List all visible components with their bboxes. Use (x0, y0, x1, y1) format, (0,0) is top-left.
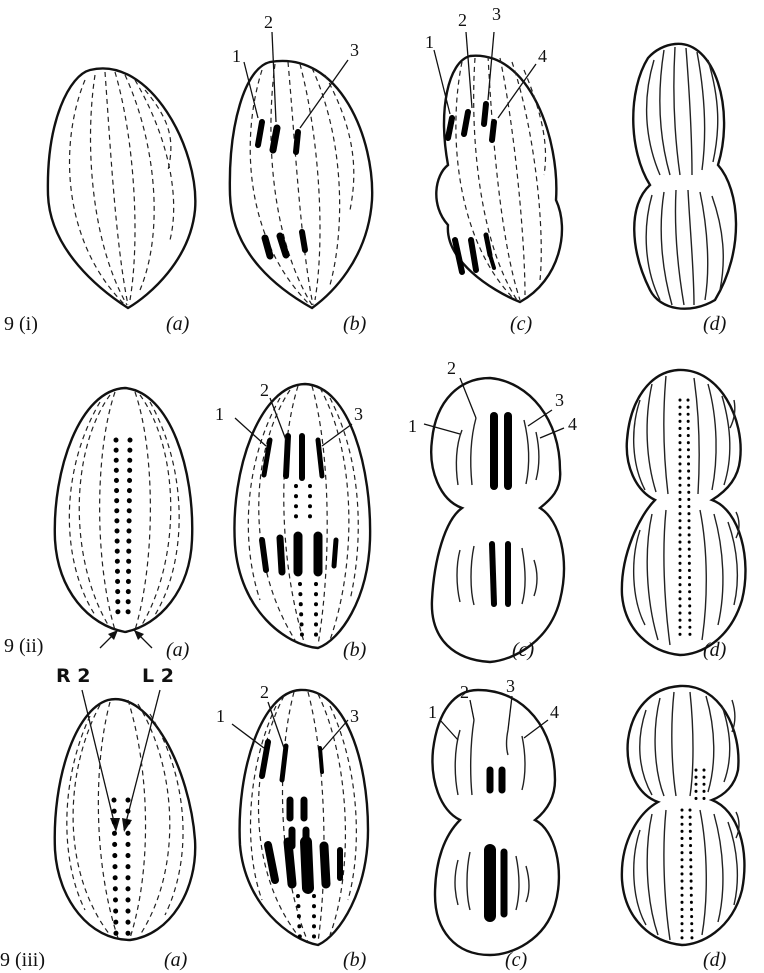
cell-ii-b: 1 2 3 (215, 380, 370, 648)
row-9-iii: 1 2 3 1 2 3 4 (0, 676, 744, 971)
panel-label-b: (b) (343, 313, 367, 335)
cell-ii-c: 1 2 3 4 (408, 358, 577, 662)
row-9-ii: 1 2 3 1 2 3 4 (4, 358, 745, 662)
cell-i-b: 1 2 3 (230, 12, 372, 308)
label-3: 3 (350, 40, 359, 60)
r2-l2-annotation: R 2 L 2 (56, 665, 174, 832)
panel-label-c: (c) (512, 639, 535, 661)
cell-ii-a (55, 388, 192, 648)
label-1: 1 (232, 46, 241, 66)
label-1: 1 (428, 702, 437, 722)
label-2: 2 (260, 682, 269, 702)
label-2: 2 (260, 380, 269, 400)
panel-label-b: (b) (343, 639, 367, 661)
label-3: 3 (555, 390, 564, 410)
panel-label-d: (d) (703, 949, 727, 971)
panel-label-a: (a) (166, 313, 190, 335)
cell-ii-d (622, 370, 746, 655)
panel-label-a: (a) (166, 639, 190, 661)
row-label-9-ii: 9 (ii) (4, 635, 43, 657)
label-2: 2 (264, 12, 273, 32)
panel-label-b: (b) (343, 949, 367, 971)
l2-label: L 2 (142, 665, 174, 687)
row-label-9-i: 9 (i) (4, 313, 38, 335)
label-4: 4 (550, 702, 559, 722)
cell-iii-c: 1 2 3 4 (428, 676, 559, 955)
label-1: 1 (216, 706, 225, 726)
label-1: 1 (425, 32, 434, 52)
cell-i-a (48, 68, 195, 308)
panel-label-a: (a) (164, 949, 188, 971)
cell-iii-b: 1 2 3 (216, 682, 368, 945)
panel-label-c: (c) (505, 949, 528, 971)
label-3: 3 (350, 706, 359, 726)
panel-label-c: (c) (510, 313, 533, 335)
label-3: 3 (354, 404, 363, 424)
label-1: 1 (408, 416, 417, 436)
label-2: 2 (458, 10, 467, 30)
label-2: 2 (447, 358, 456, 378)
cell-i-c: 1 2 3 4 (425, 4, 562, 302)
label-3: 3 (506, 676, 515, 696)
cell-i-d (633, 44, 736, 309)
label-3: 3 (492, 4, 501, 24)
label-1: 1 (215, 404, 224, 424)
row-9-i: 1 2 3 1 2 3 4 (4, 4, 736, 335)
cell-iii-d (622, 686, 745, 945)
panel-label-d: (d) (703, 639, 727, 661)
label-4: 4 (538, 46, 547, 66)
label-2: 2 (460, 682, 469, 702)
label-4: 4 (568, 414, 577, 434)
row-label-9-iii: 9 (iii) (0, 949, 45, 971)
r2-label: R 2 (56, 665, 90, 687)
panel-label-d: (d) (703, 313, 727, 335)
